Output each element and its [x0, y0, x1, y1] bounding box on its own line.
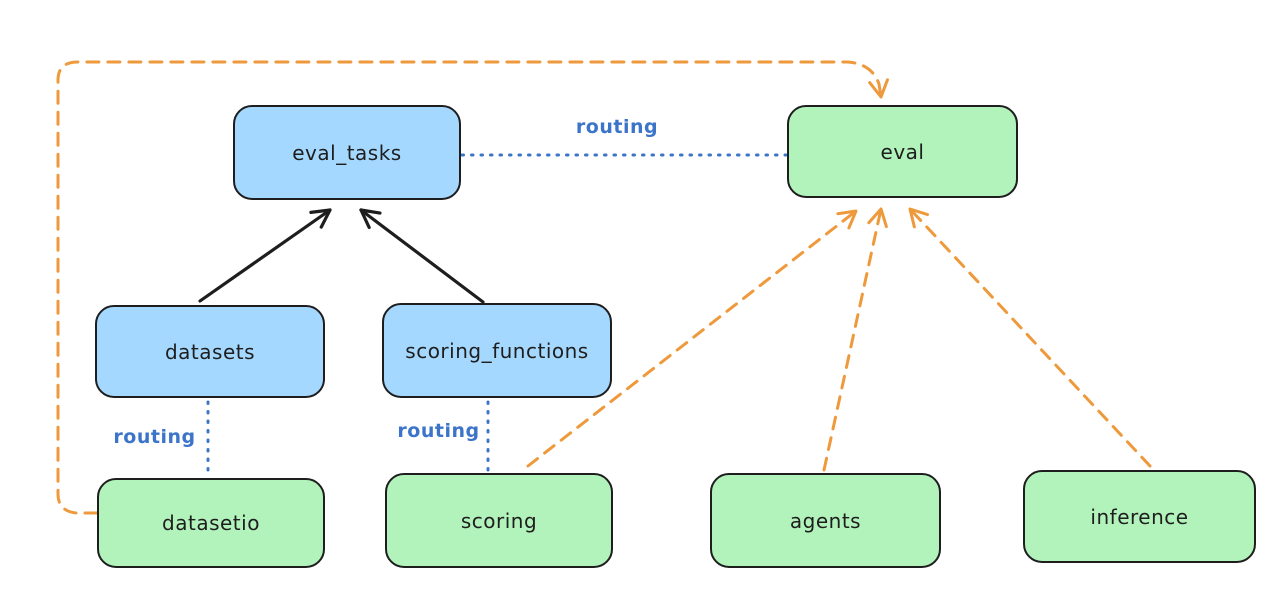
- node-scoring-functions: scoring_functions: [382, 303, 612, 398]
- node-eval-tasks-label: eval_tasks: [292, 140, 402, 165]
- node-eval-tasks: eval_tasks: [233, 105, 461, 200]
- edge-scoring-functions-eval-tasks: [359, 208, 485, 304]
- routing-edges-group: [206, 153, 788, 476]
- node-agents-label: agents: [789, 508, 862, 533]
- edge-label-routing-middle: routing: [397, 420, 480, 442]
- node-datasetio-label: datasetio: [162, 511, 260, 535]
- orange-arrows-group: [56, 60, 1152, 515]
- node-scoring-functions-label: scoring_functions: [405, 338, 589, 363]
- node-inference: inference: [1023, 470, 1256, 563]
- edge-label-routing-left: routing: [113, 426, 196, 448]
- black-arrows-group: [198, 208, 485, 304]
- node-datasetio: datasetio: [97, 478, 325, 568]
- edge-datasetio-eval-around: [56, 60, 889, 515]
- node-agents: agents: [710, 473, 941, 568]
- node-datasets-label: datasets: [164, 339, 256, 364]
- node-datasets: datasets: [95, 305, 325, 398]
- edge-inference-eval: [908, 207, 1152, 468]
- edge-agents-eval: [822, 207, 888, 472]
- edge-datasets-eval-tasks: [198, 208, 332, 303]
- node-inference-label: inference: [1090, 504, 1189, 529]
- edge-label-routing-top: routing: [575, 116, 659, 138]
- edge-scoring-eval: [526, 209, 858, 468]
- node-eval: eval: [787, 105, 1018, 198]
- node-scoring-label: scoring: [460, 508, 538, 533]
- node-scoring: scoring: [385, 473, 613, 568]
- node-eval-label: eval: [880, 139, 925, 164]
